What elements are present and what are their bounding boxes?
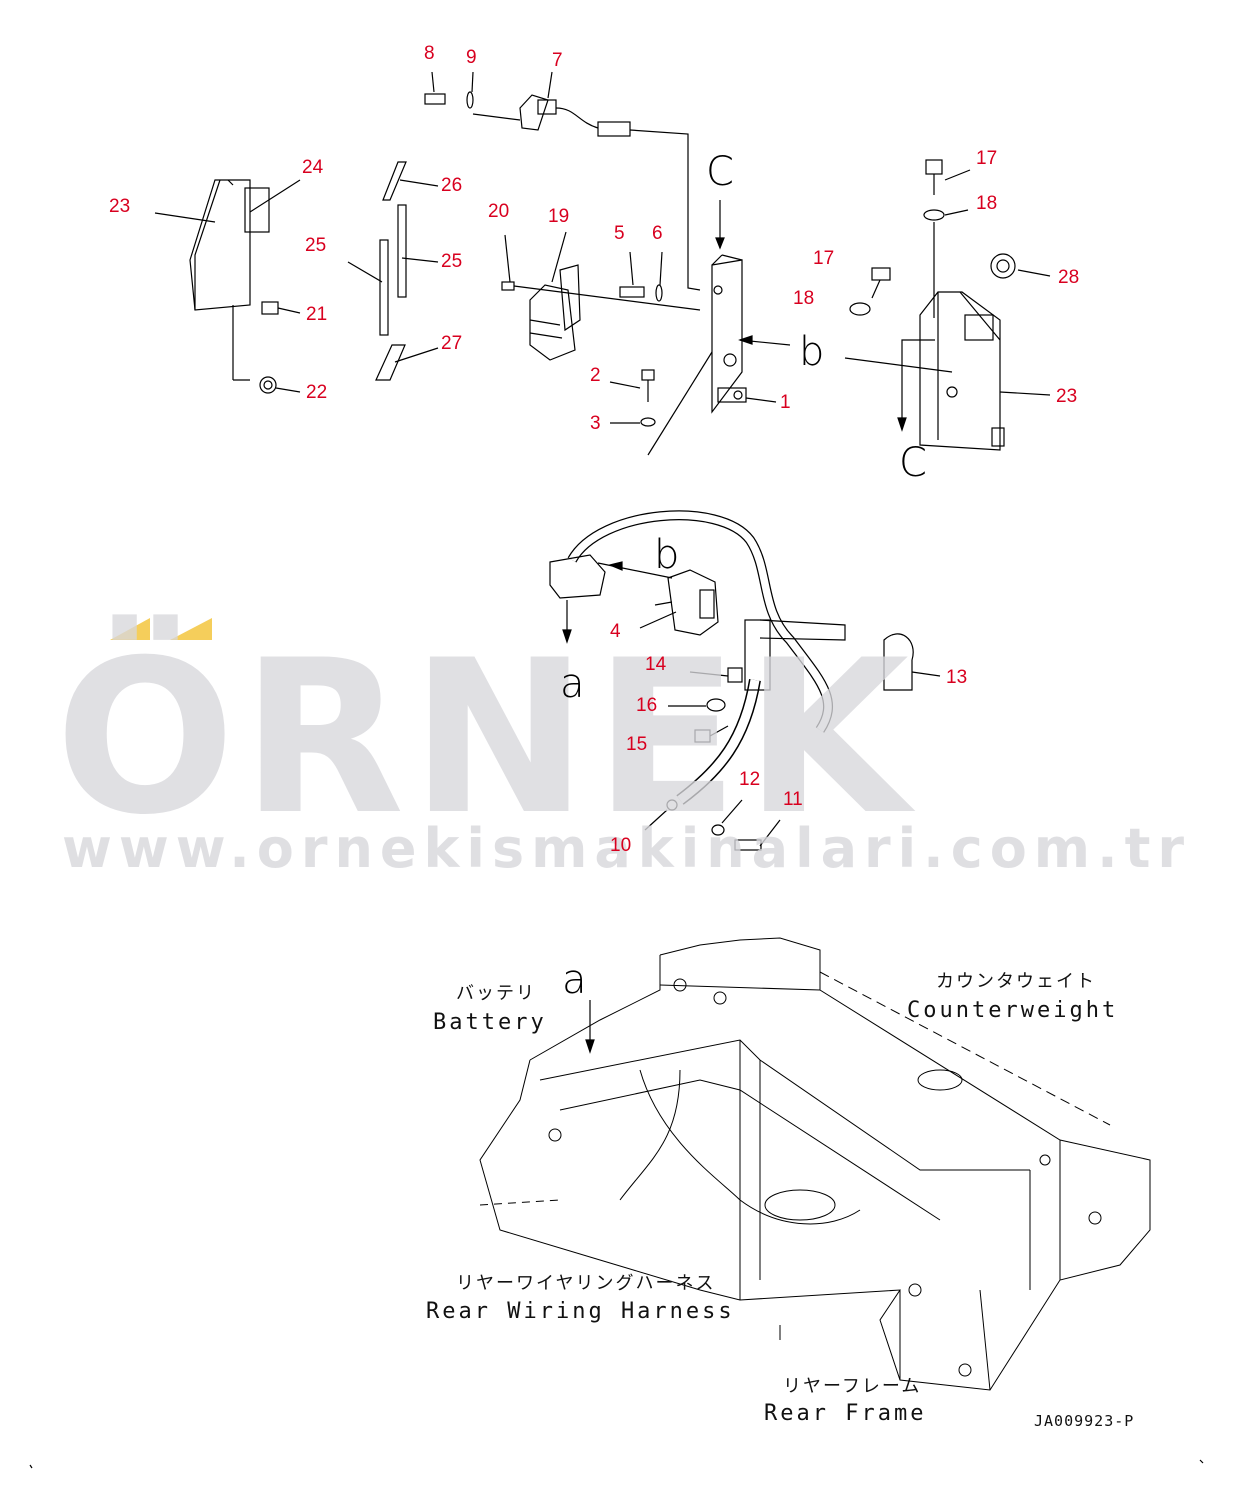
part-17-bolt-upper — [925, 159, 971, 195]
part-3-washer — [610, 351, 713, 456]
harness-label-en: Rear Wiring Harness — [426, 1299, 735, 1324]
part-number-9: 9 — [466, 47, 477, 68]
part-number-18-upper: 18 — [976, 193, 998, 214]
part-number-4: 4 — [610, 621, 621, 642]
frame-label-en: Rear Frame — [764, 1401, 927, 1426]
part-number-23-right: 23 — [1056, 386, 1078, 407]
part-16-washer — [668, 698, 726, 712]
part-18-washer-upper — [923, 209, 969, 318]
part-13-elbow — [883, 633, 941, 691]
part-number-17-lower: 17 — [813, 248, 835, 269]
corner-mark-left — [29, 1464, 33, 1469]
part-23-left-cover — [154, 179, 270, 380]
part-number-26: 26 — [441, 175, 463, 196]
battery-label-en: Battery — [433, 1010, 547, 1035]
part-number-20: 22 — [306, 382, 328, 403]
part-26-pad — [382, 161, 439, 201]
part-19-bolt — [261, 301, 301, 315]
part-number-19: 21 — [306, 304, 328, 325]
view-letter-a-bottom: a — [562, 957, 587, 1003]
part-number-15: 15 — [626, 734, 648, 755]
part-number-8: 8 — [424, 43, 435, 64]
part-25-bar-left — [347, 239, 389, 336]
watermark-brand: ÖRNEK — [55, 614, 915, 861]
part-number-25-left: 25 — [305, 235, 327, 256]
leader-24 — [249, 179, 301, 213]
part-number-14: 14 — [645, 654, 667, 675]
harness-cable — [567, 510, 834, 733]
arrow-b-head — [738, 335, 753, 345]
part-number-3: 3 — [590, 413, 601, 434]
part-17-bolt-lower — [871, 267, 891, 299]
corner-mark-right — [1199, 1459, 1204, 1464]
rear-frame-assembly — [479, 937, 1151, 1391]
part-11-bolt — [734, 819, 781, 851]
part-number-5: 5 — [614, 223, 625, 244]
part-number-12: 12 — [739, 769, 761, 790]
part-number-27: 27 — [441, 333, 463, 354]
part-4-relay — [597, 561, 719, 636]
part-6-washer — [655, 251, 663, 302]
part-number-21: 19 — [548, 206, 570, 227]
part-number-11: 11 — [783, 789, 803, 810]
connector-a — [549, 554, 606, 644]
harness-label-jp: リヤーワイヤリングハーネス — [456, 1273, 716, 1294]
watermark-accent — [110, 618, 212, 640]
part-8-bolt — [424, 71, 446, 105]
part-23-right-cover — [919, 291, 1051, 451]
drawing-code: JA009923-P — [1034, 1412, 1135, 1430]
part-27-pad — [375, 344, 439, 381]
counterweight-label-jp: カウンタウェイト — [936, 971, 1096, 992]
part-2-bolt — [609, 369, 655, 402]
part-number-6: 6 — [652, 223, 663, 244]
part-9-washer — [466, 71, 474, 109]
part-number-13: 13 — [946, 667, 968, 688]
part-14-clamp — [689, 619, 846, 691]
part-number-2: 2 — [590, 365, 601, 386]
part-12-washer — [711, 799, 743, 836]
part-number-18-lower: 18 — [793, 288, 815, 309]
part-15-bolt — [694, 725, 729, 743]
view-letter-c-bottom: C — [899, 440, 927, 486]
part-number-10: 10 — [610, 835, 632, 856]
part-number-25-right: 25 — [441, 251, 463, 272]
part-number-1: 1 — [780, 392, 791, 413]
counterweight-label-en: Counterweight — [907, 998, 1119, 1023]
view-letter-b-mid: b — [654, 532, 680, 578]
watermark-url: www.ornekismakinalari.com.tr — [62, 817, 1192, 880]
part-number-16: 16 — [636, 695, 658, 716]
part-20-clip — [233, 376, 301, 394]
part-7-sensor — [472, 71, 701, 291]
part-28-grommet — [990, 253, 1051, 279]
part-number-24: 24 — [302, 157, 324, 178]
part-1-bracket — [711, 200, 777, 414]
part-number-22: 20 — [488, 201, 510, 222]
part-18-washer-lower — [844, 302, 953, 373]
part-10-cable — [644, 679, 761, 831]
view-letter-a-mid: a — [560, 661, 585, 707]
battery-label-jp: バッテリ — [456, 983, 536, 1004]
part-22-screw — [501, 234, 701, 311]
part-number-23-left: 23 — [109, 196, 131, 217]
view-letter-b-top: b — [799, 329, 825, 375]
part-21-switch — [529, 231, 581, 361]
frame-label-jp: リヤーフレーム — [783, 1376, 922, 1397]
part-number-28: 28 — [1058, 267, 1080, 288]
arrow-c-lower — [897, 339, 935, 432]
part-5-bolt — [619, 251, 645, 298]
part-number-7: 7 — [552, 50, 563, 71]
arrow-a-bottom — [585, 1000, 595, 1054]
view-letter-c-top: C — [706, 149, 734, 195]
part-number-17-upper: 17 — [976, 148, 998, 169]
part-25-bar-right — [397, 204, 439, 298]
